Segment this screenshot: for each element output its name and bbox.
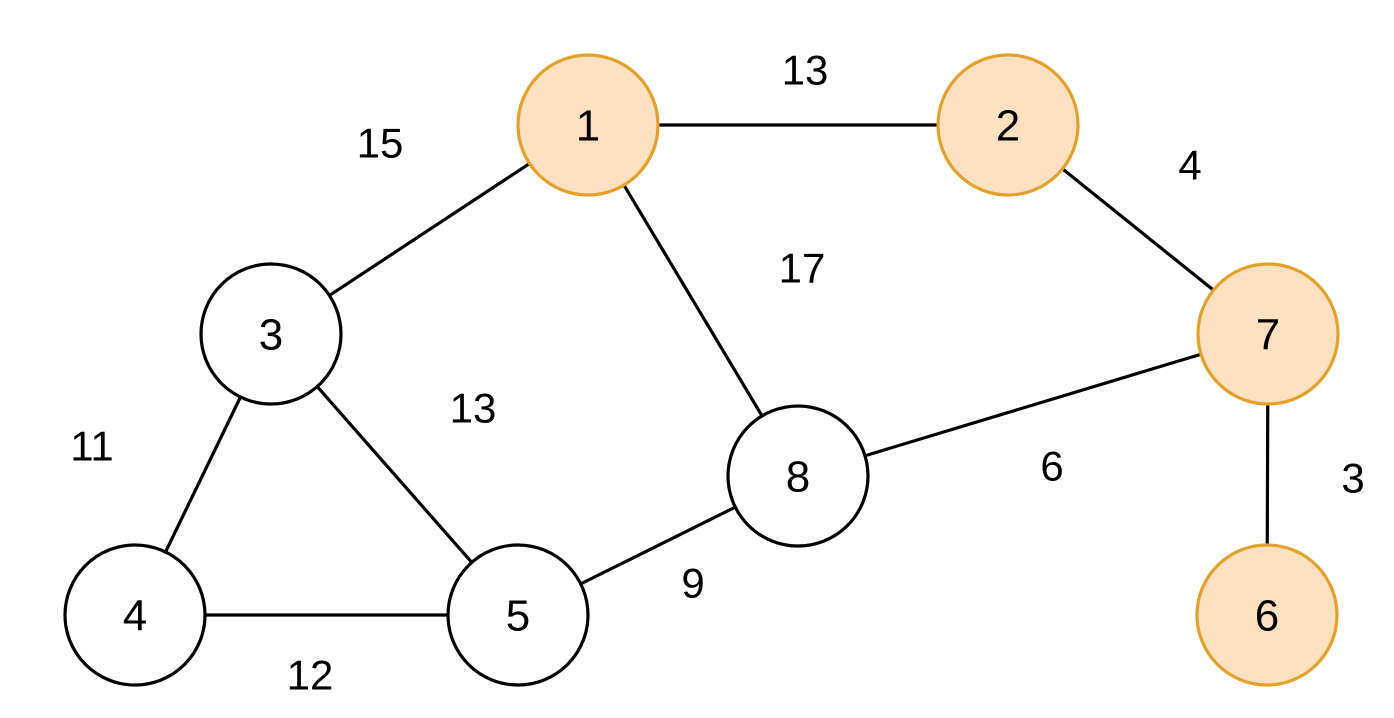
node-circle-4[interactable]	[63, 543, 207, 687]
edge-weight-label-2-7: 4	[1178, 142, 1201, 189]
node-circle-2[interactable]	[936, 53, 1080, 197]
graph-edge-3-1	[327, 161, 532, 298]
edge-weight-label-3-5: 13	[450, 385, 497, 432]
node-circle-6[interactable]	[1195, 543, 1339, 687]
graph-edge-3-5	[315, 384, 474, 565]
graph-node-6[interactable]: 6	[1195, 543, 1339, 687]
node-circle-7[interactable]	[1196, 262, 1340, 406]
edge-weight-label-5-8: 9	[681, 560, 704, 607]
node-label-2: 2	[996, 102, 1020, 151]
graph-edge-7-6	[1265, 402, 1270, 547]
edges-layer	[163, 123, 1270, 617]
graph-node-4[interactable]: 4	[63, 543, 207, 687]
graph-node-7[interactable]: 7	[1196, 262, 1340, 406]
node-circle-8[interactable]	[726, 404, 870, 548]
nodes-layer: 1 2 3 4 5 6 7 8	[63, 53, 1340, 687]
graph-edge-5-8	[579, 505, 737, 586]
graph-node-3[interactable]: 3	[199, 262, 343, 406]
edge-weight-label-4-5: 12	[287, 652, 334, 699]
graph-edge-3-4	[163, 395, 243, 554]
edge-weight-label-1-8: 17	[779, 245, 826, 292]
edge-weight-label-7-6: 3	[1341, 455, 1364, 502]
node-label-7: 7	[1256, 311, 1280, 360]
node-label-5: 5	[506, 592, 530, 641]
graph-edge-2-7	[1060, 167, 1216, 292]
graph-node-1[interactable]: 1	[516, 53, 660, 197]
node-circle-3[interactable]	[199, 262, 343, 406]
edge-weight-label-3-1: 15	[357, 120, 404, 167]
edge-weight-label-3-4: 11	[70, 423, 114, 470]
graph-edge-1-8	[622, 183, 764, 418]
node-label-6: 6	[1255, 592, 1279, 641]
node-label-4: 4	[123, 592, 147, 641]
node-circle-1[interactable]	[516, 53, 660, 197]
graph-node-2[interactable]: 2	[936, 53, 1080, 197]
node-circle-5[interactable]	[446, 543, 590, 687]
node-label-1: 1	[576, 102, 600, 151]
edge-weight-label-1-2: 13	[782, 47, 829, 94]
node-label-3: 3	[259, 311, 283, 360]
node-label-8: 8	[786, 453, 810, 502]
graph-node-5[interactable]: 5	[446, 543, 590, 687]
graph-edge-8-7	[863, 352, 1203, 458]
graph-node-8[interactable]: 8	[726, 404, 870, 548]
edge-weight-label-8-7: 6	[1040, 443, 1063, 490]
